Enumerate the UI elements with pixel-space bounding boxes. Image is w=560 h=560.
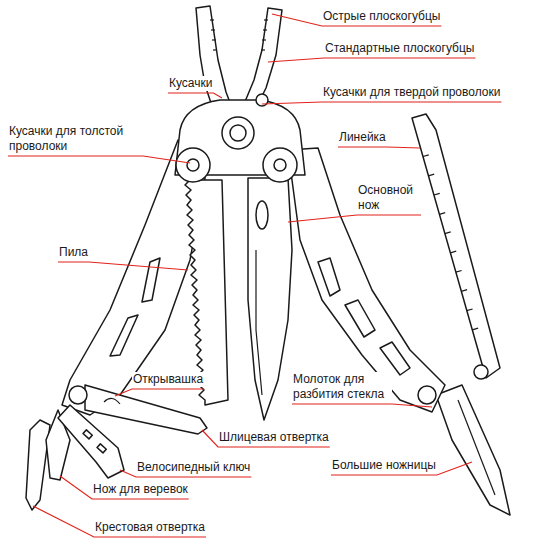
label-box: Крестовая отвертка — [94, 520, 206, 535]
part-label: Велосипедный ключ — [136, 460, 251, 475]
main-knife — [248, 178, 292, 420]
plier-jaw — [196, 6, 232, 112]
pivot — [230, 125, 246, 141]
label-box: Большие ножницы — [331, 458, 437, 473]
thumb-hole — [256, 201, 268, 229]
leader-line — [60, 476, 189, 499]
part-label: Нож для веревок — [92, 482, 189, 497]
handle-cutout — [318, 258, 340, 296]
pivot — [222, 117, 254, 149]
part-label: Острые плоскогубцы — [322, 9, 441, 24]
label-box: Кусачки — [168, 76, 213, 91]
bolt — [69, 386, 87, 404]
handle-cutout — [345, 300, 375, 337]
label-box: Основной нож — [357, 183, 421, 213]
ruler-ticks — [423, 155, 478, 330]
label-box: Шлицевая отвертка — [218, 430, 330, 445]
part-label: Открывашка — [132, 372, 204, 387]
bolt — [263, 148, 297, 182]
handle-cutout — [142, 258, 160, 302]
phillips-screwdriver — [26, 420, 50, 510]
part-label: Стандартные плоскогубцы — [324, 41, 475, 56]
plier-head — [175, 100, 305, 175]
bolt — [176, 148, 210, 182]
label-box: Острые плоскогубцы — [322, 9, 441, 24]
ruler — [412, 114, 500, 378]
label-box: Стандартные плоскогубцы — [324, 41, 475, 56]
bolt — [187, 159, 199, 171]
label-box: Линейка — [338, 130, 387, 145]
part-label: Шлицевая отвертка — [218, 430, 330, 445]
label-box: Пила — [58, 245, 89, 260]
leader-line — [33, 506, 206, 537]
leader-line — [202, 430, 330, 447]
part-label: Крестовая отвертка — [94, 520, 206, 535]
leader-line — [262, 102, 501, 104]
part-label: Большие ножницы — [331, 458, 437, 473]
leader-line — [338, 147, 420, 148]
leader-line — [292, 404, 432, 407]
part-label: Кусачки для толстой проволоки — [8, 124, 143, 154]
bolt — [418, 386, 436, 404]
part-label: Кусачки для твердой проволоки — [322, 85, 501, 100]
bottle-opener — [104, 398, 120, 404]
plier-jaw — [244, 8, 282, 108]
leader-line — [168, 93, 222, 98]
label-box: Нож для веревок — [92, 482, 189, 497]
bolt — [474, 365, 488, 379]
label-box: Молоток для разбития стекла — [292, 372, 392, 402]
part-label: Кусачки — [168, 76, 213, 91]
leader-line — [8, 156, 190, 163]
leader-line — [268, 58, 475, 62]
wrench-slot — [97, 444, 106, 453]
handle-cutout — [380, 342, 410, 375]
leader-line — [58, 262, 188, 270]
label-box: Кусачки для толстой проволоки — [8, 124, 143, 154]
handle-cutout — [110, 315, 138, 356]
bolt — [274, 159, 286, 171]
label-box: Открывашка — [132, 372, 204, 387]
leader-line — [288, 215, 421, 222]
blade-edge — [256, 250, 262, 395]
right-handle — [288, 148, 445, 412]
part-label: Пила — [58, 245, 89, 260]
flat-screwdriver — [85, 385, 207, 434]
label-box: Велосипедный ключ — [136, 460, 251, 475]
wrench-slot — [83, 430, 92, 439]
part-label: Молоток для разбития стекла — [292, 372, 392, 402]
label-box: Кусачки для твердой проволоки — [322, 85, 501, 100]
scissors-edge — [458, 400, 495, 495]
left-handle — [62, 140, 205, 415]
leader-line — [115, 389, 204, 396]
part-label: Основной нож — [357, 183, 421, 213]
scissors — [436, 385, 510, 515]
jaw-teeth — [210, 20, 268, 50]
part-label: Линейка — [338, 130, 387, 145]
